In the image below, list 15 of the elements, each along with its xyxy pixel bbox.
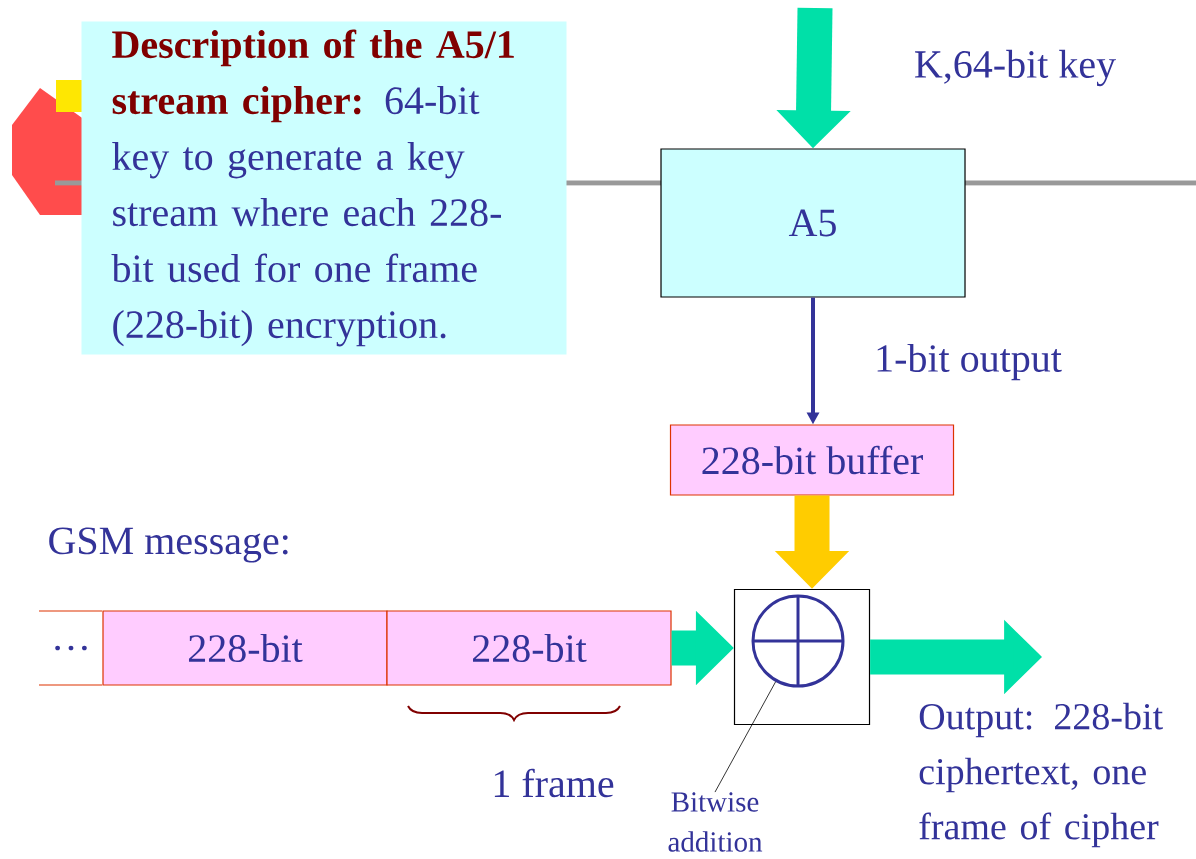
message-cell: 228-bit: [102, 610, 388, 686]
caption-text: GSM message:: [49, 527, 288, 563]
description-box: Description of the A5/1 stream cipher: 64-bit key to generate a key stream where each 228-bit used for one frame (228-bit) encryption.: [81, 21, 567, 355]
message-cell: 228-bit: [386, 610, 672, 686]
xor-symbol: [751, 594, 845, 688]
leader-line: [714, 681, 776, 793]
edge-label: K,64-bit key: [915, 49, 1116, 87]
callout-text: Bitwise addition: [668, 792, 763, 852]
xor-box: [733, 588, 871, 726]
process-box: A5: [660, 148, 966, 298]
output-text: Output: 228-bit ciphertext, one frame of cipher: [919, 702, 1163, 848]
brace-label: 1 frame: [494, 768, 614, 798]
message-cell: …: [38, 610, 103, 686]
edge-label: 1-bit output: [877, 343, 1062, 381]
buffer-box: 228-bit buffer: [669, 424, 955, 496]
